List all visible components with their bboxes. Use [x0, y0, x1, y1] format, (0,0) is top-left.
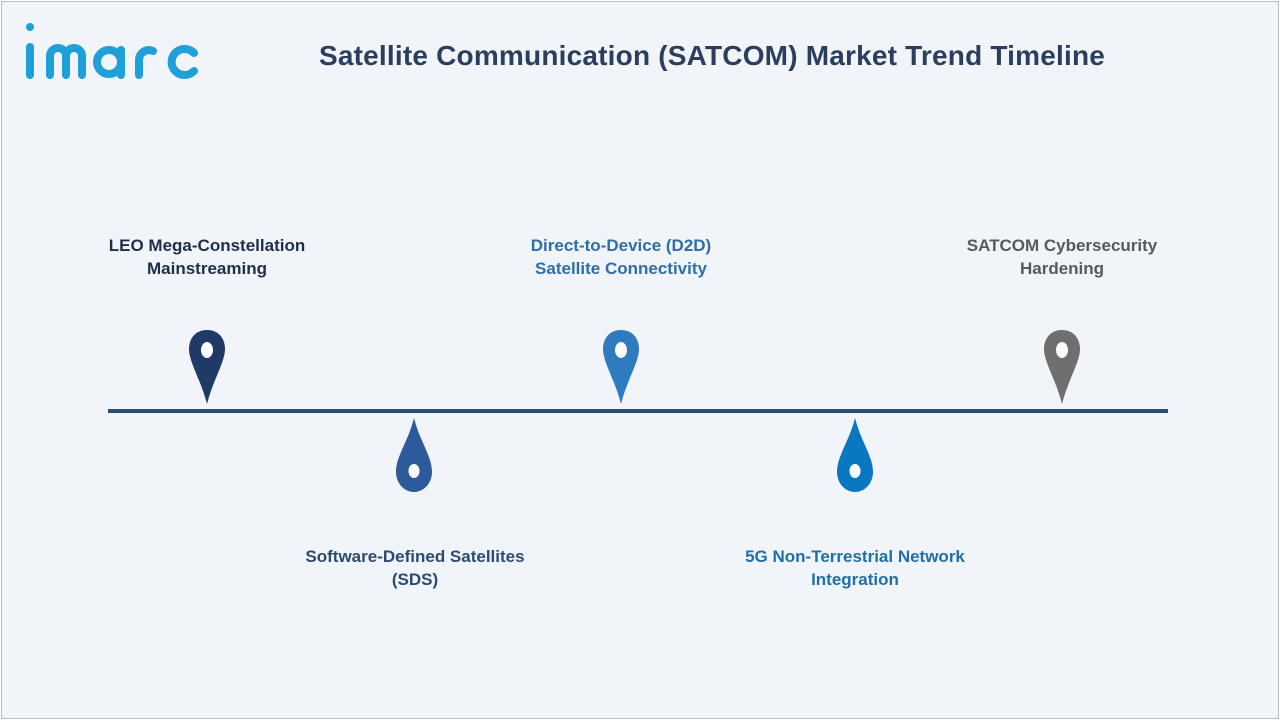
imarc-logo [26, 23, 198, 79]
trend-label-line: Hardening [1019, 259, 1105, 278]
trend-label-line: Direct-to-Device (D2D) [530, 236, 712, 255]
map-pin-icon [189, 330, 225, 404]
droplet-icon [837, 418, 873, 492]
droplet-icon [396, 418, 432, 492]
trend-label-line: LEO Mega-Constellation [108, 236, 306, 255]
trend-label-line: Satellite Connectivity [535, 259, 707, 278]
trend-label-line: Integration [811, 570, 899, 589]
trend-label-line: 5G Non-Terrestrial Network [745, 547, 965, 566]
page-title: Satellite Communication (SATCOM) Market … [318, 40, 1106, 71]
timeline-line [108, 409, 1168, 413]
trend-label-d2d: Direct-to-Device (D2D) Satellite Connect… [491, 234, 751, 280]
map-pin-icon [1044, 330, 1080, 404]
trend-label-5g-ntn: 5G Non-Terrestrial Network Integration [725, 545, 985, 591]
trend-label-line: (SDS) [391, 570, 439, 589]
trend-label-leo: LEO Mega-Constellation Mainstreaming [77, 234, 337, 280]
trend-label-sds: Software-Defined Satellites (SDS) [285, 545, 545, 591]
trend-label-line: Software-Defined Satellites [305, 547, 525, 566]
trend-label-cybersecurity: SATCOM Cybersecurity Hardening [932, 234, 1192, 280]
map-pin-icon [603, 330, 639, 404]
trend-label-line: SATCOM Cybersecurity [966, 236, 1158, 255]
trend-label-line: Mainstreaming [147, 259, 267, 278]
